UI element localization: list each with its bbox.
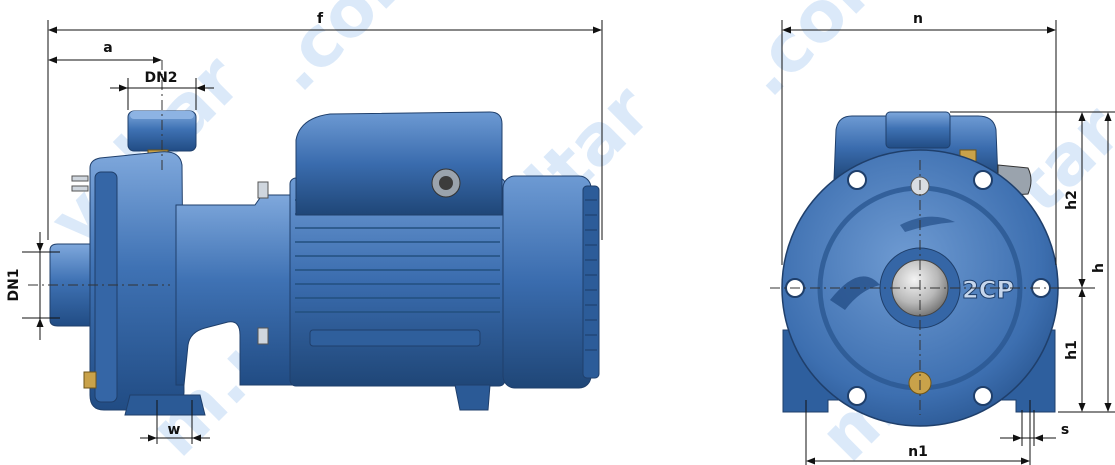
label-w: w	[168, 422, 181, 438]
terminal-box	[295, 111, 503, 216]
fan-cover	[502, 175, 592, 389]
label-h1: h1	[1064, 340, 1080, 360]
pump-model-badge: 2CP	[962, 276, 1014, 304]
front-view-dimensions	[781, 20, 1115, 465]
front-outlet-pipe	[885, 111, 951, 149]
label-a: a	[103, 40, 112, 56]
label-s: s	[1061, 422, 1069, 438]
watermark-segment: .com.	[254, 0, 465, 107]
label-n1: n1	[908, 444, 928, 460]
label-dn2: DN2	[144, 70, 177, 86]
side-view-dimensions	[22, 20, 603, 444]
label-dn1: DN1	[6, 268, 22, 301]
label-f: f	[317, 11, 324, 27]
label-h2: h2	[1064, 190, 1080, 210]
pump-side-view	[28, 60, 600, 416]
pump-front-view: 2CP	[770, 111, 1090, 427]
watermark-segment: .com.	[724, 0, 935, 112]
front-bolt-holes	[785, 170, 1051, 406]
label-n: n	[913, 11, 923, 27]
label-h: h	[1091, 263, 1107, 273]
